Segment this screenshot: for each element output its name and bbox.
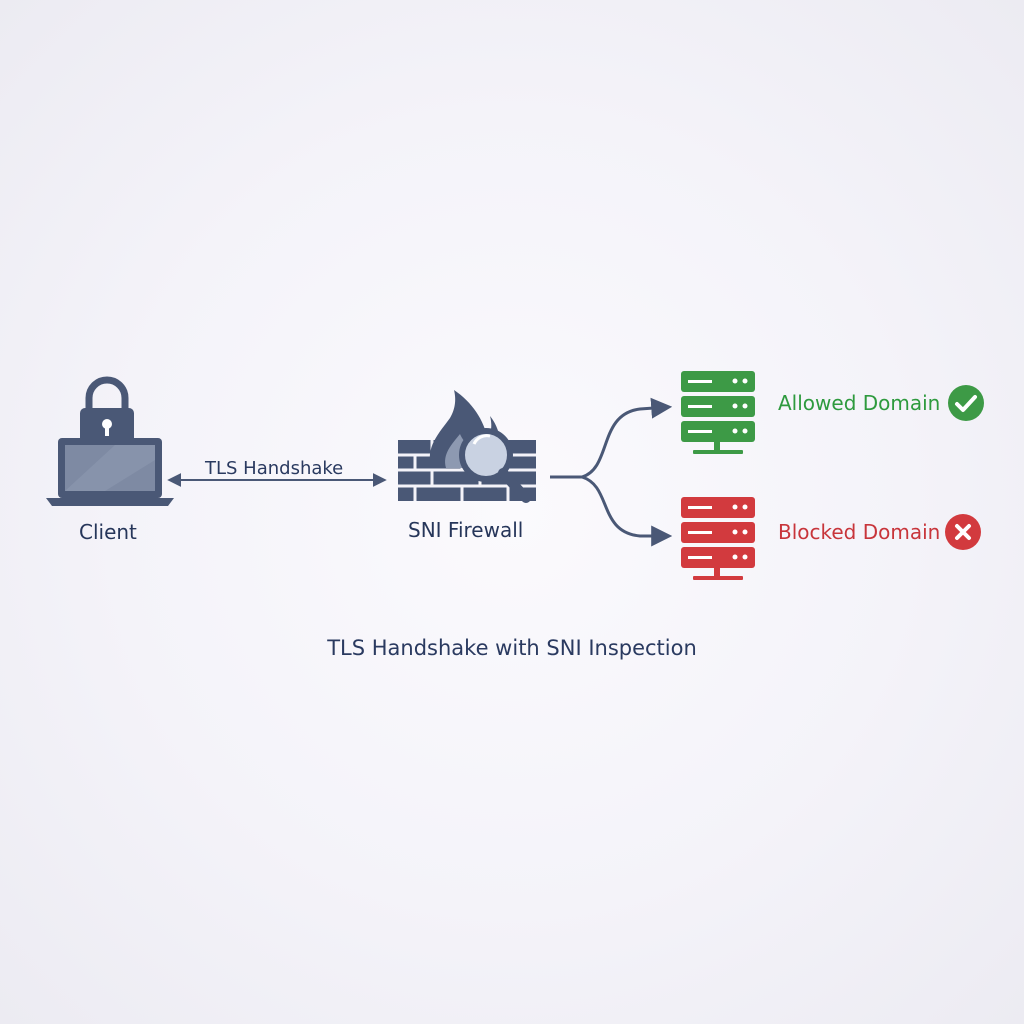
server-stack-icon <box>681 371 755 454</box>
handshake-label: TLS Handshake <box>205 458 344 479</box>
brick-wall-fire-magnifier-icon <box>398 390 536 503</box>
laptop-lock-icon <box>46 376 174 506</box>
diagram-caption: TLS Handshake with SNI Inspection <box>327 636 697 660</box>
blocked-domain-label: Blocked Domain <box>778 520 941 544</box>
x-circle-icon <box>945 514 981 550</box>
firewall-label: SNI Firewall <box>408 518 524 542</box>
branch-arrows <box>550 397 673 547</box>
check-circle-icon <box>948 385 984 421</box>
allowed-domain-label: Allowed Domain <box>778 391 941 415</box>
client-label: Client <box>79 520 137 544</box>
server-stack-icon <box>681 497 755 580</box>
